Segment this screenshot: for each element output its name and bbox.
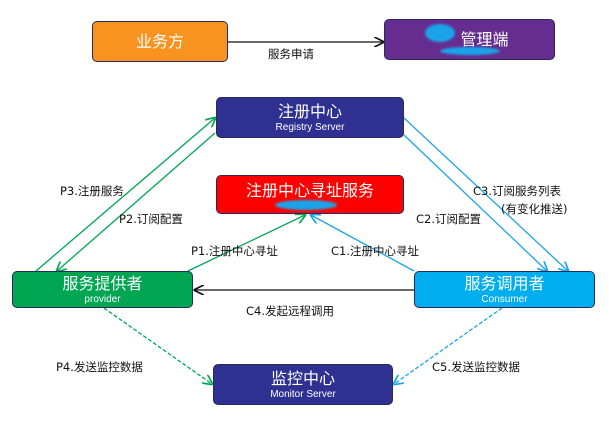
c3-label: C3.订阅服务列表 [473, 184, 562, 198]
p4-label: P4.发送监控数据 [56, 360, 143, 374]
p2-subscribe-arrow [57, 132, 216, 271]
c1-addressing-arrow [311, 215, 415, 272]
redaction-mark [425, 24, 455, 42]
monitor-subtitle: Monitor Server [270, 388, 336, 400]
admin-title: 管理端 [460, 30, 509, 49]
p3-register-arrow [35, 118, 215, 272]
redaction-mark [440, 47, 500, 55]
c2-label: C2.订阅配置 [416, 212, 482, 226]
addressing-title: 注册中心寻址服务 [245, 181, 374, 200]
provider-node: 服务提供者 provider [12, 271, 193, 308]
p1-label: P1.注册中心寻址 [191, 244, 278, 258]
consumer-subtitle: Consumer [481, 293, 528, 305]
provider-title: 服务提供者 [62, 273, 143, 293]
consumer-title: 服务调用者 [464, 273, 545, 293]
p1-addressing-arrow [187, 215, 305, 272]
c3-subscribe-arrow [403, 117, 568, 271]
c4-label: C4.发起远程调用 [246, 304, 335, 318]
registry-node: 注册中心 Registry Server [216, 97, 404, 138]
consumer-node: 服务调用者 Consumer [414, 271, 595, 308]
monitor-node: 监控中心 Monitor Server [213, 364, 393, 405]
c5-label: C5.发送监控数据 [432, 360, 521, 374]
redaction-mark [275, 200, 337, 210]
provider-subtitle: provider [84, 293, 121, 305]
c5-monitor-arrow [394, 307, 503, 384]
addressing-node: 注册中心寻址服务 [216, 175, 404, 214]
c2-subscribe-arrow [403, 134, 547, 271]
c1-label: C1.注册中心寻址 [331, 244, 420, 258]
apply-label: 服务申请 [268, 47, 314, 61]
registry-title: 注册中心 [277, 101, 342, 121]
p3-label: P3.注册服务 [60, 184, 124, 198]
p2-label: P2.订阅配置 [119, 212, 183, 226]
business-title: 业务方 [135, 32, 184, 51]
registry-subtitle: Registry Server [275, 121, 345, 133]
monitor-title: 监控中心 [270, 368, 335, 388]
p4-monitor-arrow [103, 307, 212, 384]
business-node: 业务方 [92, 21, 228, 62]
c3-note-label: (有变化推送) [501, 202, 568, 216]
